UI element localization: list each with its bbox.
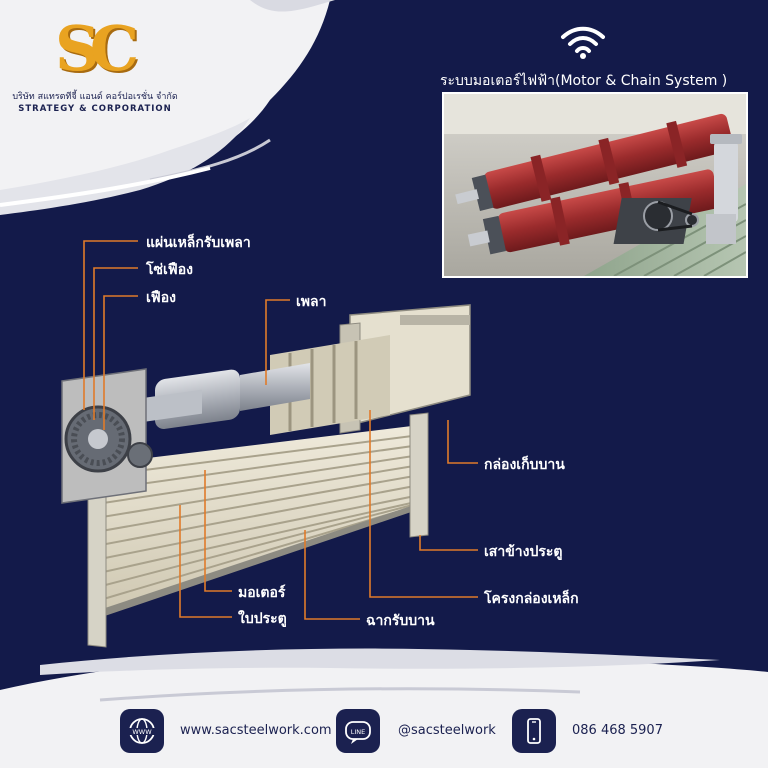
line-chat-icon: LINE	[336, 709, 380, 753]
label-door-post: เสาข้างประตู	[484, 544, 563, 560]
label-base-bracket: ฉากรับบาน	[366, 613, 435, 629]
label-motor: มอเตอร์	[238, 585, 286, 601]
line-id-link[interactable]: @sacsteelwork	[398, 723, 496, 738]
phone-icon	[512, 709, 556, 753]
label-steel-box-frame: โครงกล่องเหล็ก	[484, 591, 579, 607]
company-name-thai: บริษัท สแทรตทีจี้ แอนด์ คอร์ปอเรชั่น จำก…	[12, 92, 178, 102]
company-logo: SC	[55, 12, 139, 85]
line-icon-text: LINE	[351, 728, 366, 736]
label-door-leaf: ใบประตู	[238, 611, 287, 627]
roller-shutter-diagram	[61, 304, 471, 648]
company-name-english: STRATEGY & CORPORATION	[18, 104, 172, 114]
globe-icon: WWW	[120, 709, 164, 753]
label-storage-box: กล่องเก็บบาน	[484, 457, 565, 473]
label-shaft: เพลา	[296, 294, 327, 310]
label-chain: โซ่เฟือง	[146, 262, 193, 278]
globe-icon-text: WWW	[132, 728, 152, 736]
label-gear: เฟือง	[146, 290, 176, 306]
system-title: ระบบมอเตอร์ไฟฟ้า(Motor & Chain System )	[440, 73, 728, 89]
phone-number[interactable]: 086 468 5907	[572, 723, 663, 738]
label-shaft-plate: แผ่นเหล็กรับเพลา	[146, 235, 251, 251]
motor-chain-photo	[442, 92, 748, 278]
wifi-icon	[561, 26, 605, 59]
website-link[interactable]: www.sacsteelwork.com	[180, 723, 332, 738]
